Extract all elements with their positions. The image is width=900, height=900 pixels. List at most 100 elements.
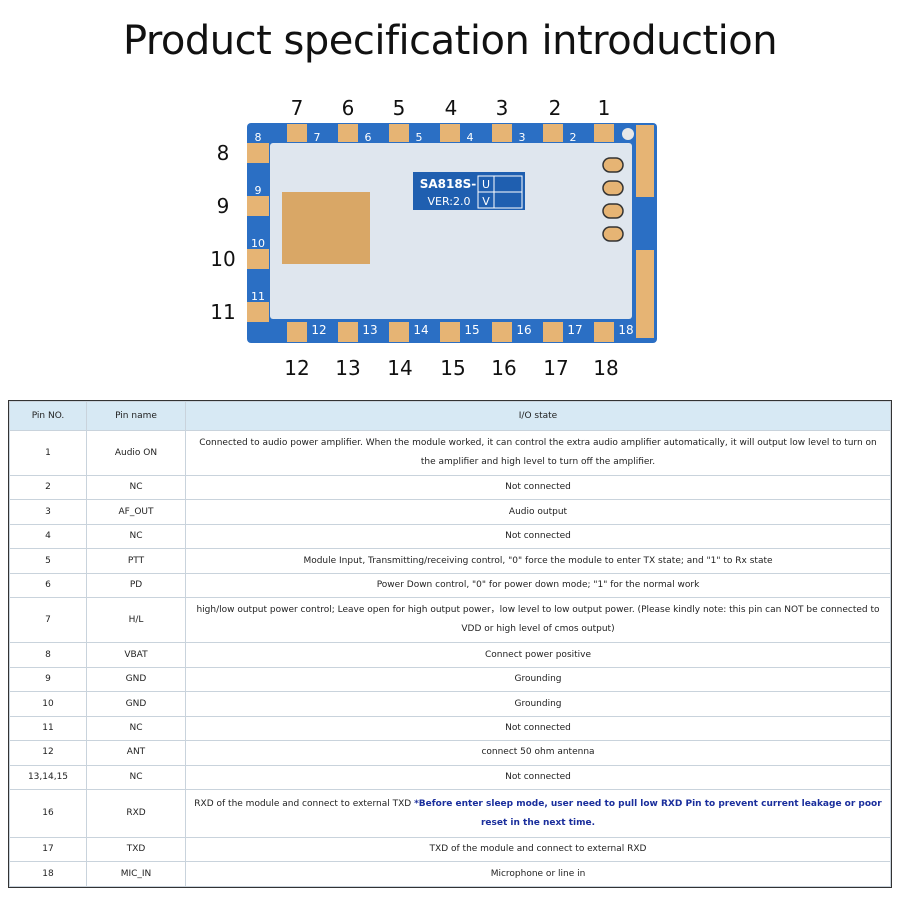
io-state-text: Grounding — [514, 674, 562, 685]
top-pin-number: 1 — [598, 96, 611, 120]
pin-number-cell: 12 — [9, 740, 87, 766]
top-pad — [287, 124, 307, 142]
top-pin-number: 6 — [342, 96, 355, 120]
io-state-cell: Not connected — [185, 474, 891, 501]
io-state-cell: Module Input, Transmitting/receiving con… — [185, 548, 891, 574]
pin-number-cell: 13,14,15 — [9, 764, 87, 791]
pad-label: 2 — [570, 131, 577, 144]
io-state-text: Connect power positive — [484, 649, 592, 660]
oval-pad — [602, 226, 624, 242]
io-state-text: Grounding — [514, 698, 562, 709]
header-io-state: I/O state — [185, 401, 891, 431]
pad-label: 3 — [519, 131, 526, 144]
bottom-pin-number: 14 — [387, 356, 412, 380]
io-state-text: TXD of the module and connect to externa… — [429, 844, 647, 855]
top-pin-number: 2 — [549, 96, 562, 120]
left-pin-number: 9 — [217, 194, 230, 218]
io-state-cell: Grounding — [185, 691, 891, 717]
top-pad — [389, 124, 409, 142]
pad-label: 5 — [416, 131, 423, 144]
pin-number-cell: 11 — [9, 715, 87, 742]
pin-name-cell: ANT — [86, 740, 186, 766]
top-pin-number: 3 — [496, 96, 509, 120]
oval-pad — [602, 180, 624, 196]
bottom-pin-number: 17 — [543, 356, 568, 380]
left-pin-number: 8 — [217, 141, 230, 165]
crystal-chip — [282, 192, 370, 264]
bottom-pin-number: 18 — [593, 356, 618, 380]
pad-label: 8 — [255, 131, 262, 144]
io-state-cell: high/low output power control; Leave ope… — [185, 597, 891, 644]
pad-label: 13 — [362, 323, 377, 337]
bottom-pad — [492, 322, 512, 342]
header-pin-name: Pin name — [86, 401, 186, 431]
pad-label: 17 — [567, 323, 582, 337]
left-pad — [247, 196, 269, 216]
pin-name-cell: NC — [86, 764, 186, 791]
header-pin-no: Pin NO. — [9, 401, 87, 431]
pin-number-cell: 7 — [9, 597, 87, 644]
top-pin-number: 7 — [291, 96, 304, 120]
bottom-pin-number: 15 — [440, 356, 465, 380]
io-state-text: Not connected — [505, 482, 571, 493]
pin-number-cell: 16 — [9, 789, 87, 838]
chip-version-text: VER:2.0 — [428, 195, 471, 208]
bottom-pin-number: 12 — [284, 356, 309, 380]
pin-number-cell: 10 — [9, 691, 87, 717]
pin-number-cell: 6 — [9, 572, 87, 599]
pin-name-cell: PD — [86, 572, 186, 599]
label-box — [413, 172, 525, 210]
io-state-text: Not connected — [505, 722, 571, 733]
pin-number-cell: 1 — [9, 430, 87, 476]
io-state-text: Power Down control, "0" for power down m… — [376, 580, 700, 591]
bottom-pad — [440, 322, 460, 342]
io-state-cell: Grounding — [185, 666, 891, 693]
chip-u-text: U — [482, 178, 490, 191]
io-state-text: RXD of the module and connect to externa… — [194, 798, 412, 809]
top-pin-number: 5 — [393, 96, 406, 120]
chip-label-text: SA818S- — [420, 177, 477, 191]
io-state-text: high/low output power control; Leave ope… — [196, 605, 880, 635]
left-pad — [247, 249, 269, 269]
pad-label: 11 — [251, 290, 265, 303]
pin-name-cell: TXD — [86, 836, 186, 863]
top-pad — [594, 124, 614, 142]
io-state-cell: RXD of the module and connect to externa… — [185, 789, 891, 838]
pin-number-cell: 4 — [9, 523, 87, 550]
pin-number-cell: 17 — [9, 836, 87, 863]
top-pad — [492, 124, 512, 142]
bottom-pad — [338, 322, 358, 342]
left-pad — [247, 143, 269, 163]
pad-label: 7 — [314, 131, 321, 144]
right-header-strip — [636, 250, 654, 338]
chip-v-text: V — [482, 195, 490, 208]
top-pad — [338, 124, 358, 142]
mounting-hole — [622, 128, 634, 140]
pin-number-cell: 9 — [9, 666, 87, 693]
bottom-pad — [543, 322, 563, 342]
io-state-cell: Not connected — [185, 715, 891, 742]
table-header-row: Pin NO. Pin name I/O state — [9, 401, 891, 431]
io-state-text: connect 50 ohm antenna — [481, 747, 595, 758]
pin-number-cell: 5 — [9, 548, 87, 574]
pin-name-cell: NC — [86, 474, 186, 501]
pin-name-cell: H/L — [86, 597, 186, 644]
io-state-text: Connected to audio power amplifier. When… — [199, 438, 877, 467]
oval-pad — [602, 203, 624, 219]
pin-name-cell: GND — [86, 691, 186, 717]
pin-name-cell: PTT — [86, 548, 186, 574]
bottom-pin-number: 13 — [335, 356, 360, 380]
